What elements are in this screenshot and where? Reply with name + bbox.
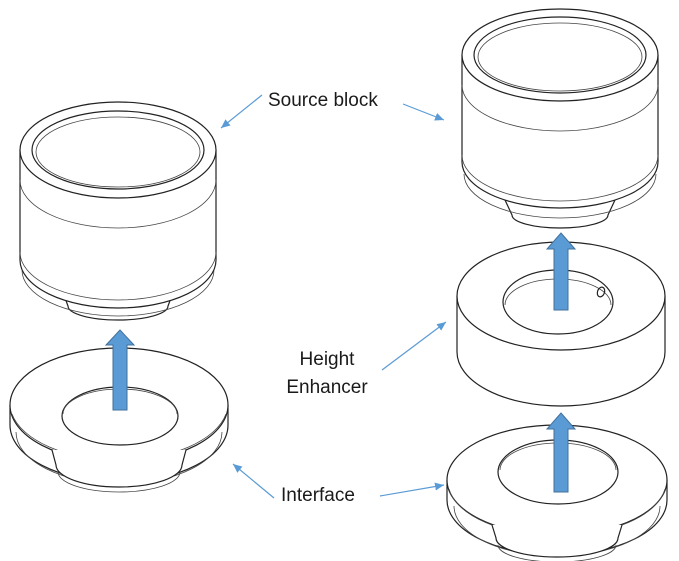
pointer-source-left — [220, 94, 263, 129]
right-lower-lift-arrow — [545, 412, 577, 493]
pointer-interface-right — [379, 482, 445, 497]
pointer-source-right — [402, 103, 445, 121]
label-enhancer: Enhancer — [286, 377, 368, 398]
pointer-interface-left — [232, 463, 275, 499]
right-source-block — [461, 8, 659, 229]
label-height: Height — [300, 349, 356, 370]
label-source-block: Source block — [268, 90, 378, 111]
left-source-block — [19, 101, 217, 321]
left-lift-arrow — [104, 329, 136, 411]
pointer-height-enhancer — [381, 321, 447, 371]
label-interface: Interface — [281, 485, 355, 506]
right-upper-lift-arrow — [545, 232, 577, 311]
